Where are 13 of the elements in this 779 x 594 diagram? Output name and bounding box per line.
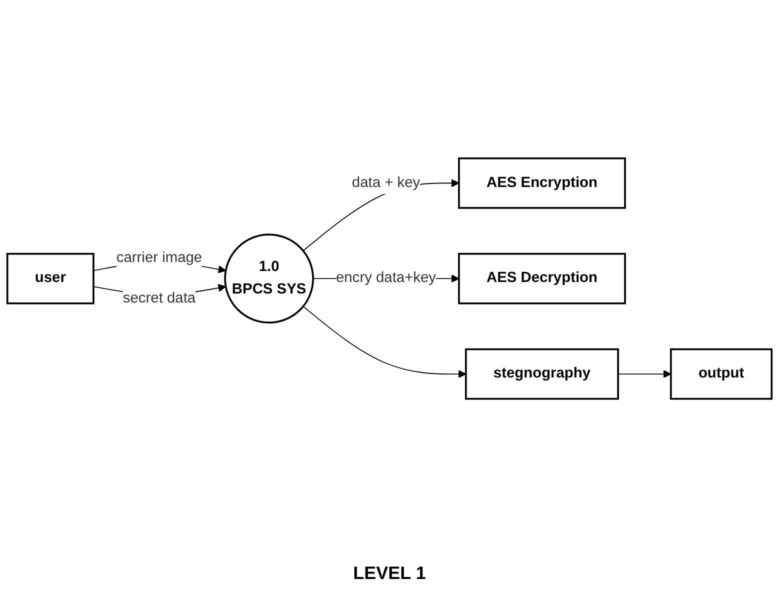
edge-label: carrier image [116,250,202,266]
node-box: stegnography [464,348,619,400]
edge-label: secret data [122,290,196,306]
caption: LEVEL 1 [353,563,426,584]
arrow [302,306,466,378]
node-box: AES Decryption [458,252,626,304]
edge-label: data + key [352,174,420,190]
node-box: user [6,252,94,304]
node-box: output [670,348,773,400]
node-circle: 1.0 BPCS SYS [224,234,314,324]
edge-label: encry data+key [336,270,436,286]
node-box: AES Encryption [458,157,626,209]
arrow [618,370,672,378]
